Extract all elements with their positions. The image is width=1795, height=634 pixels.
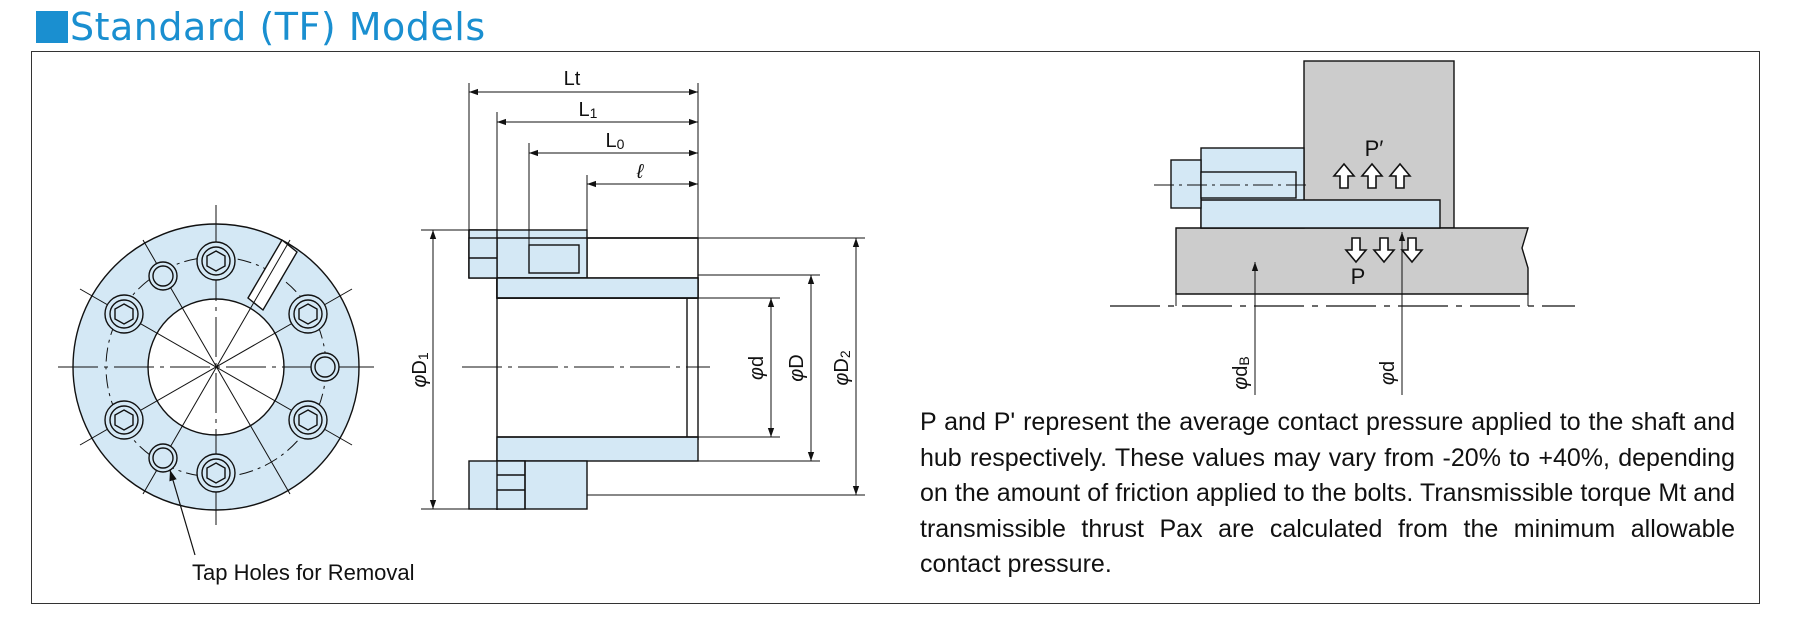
- p-prime-label: P′: [1365, 136, 1384, 161]
- arrows-up: [1332, 162, 1412, 189]
- p-label: P: [1351, 264, 1366, 289]
- bolt-bottom: [196, 453, 236, 493]
- page-title: Standard (TF) Models: [36, 4, 486, 50]
- tap-holes: [148, 261, 340, 473]
- front-view: [58, 205, 374, 556]
- slit: [247, 238, 298, 312]
- section-top-half: [468, 229, 865, 510]
- tap-holes-caption: Tap Holes for Removal: [192, 560, 415, 585]
- arrows-down: [1344, 237, 1424, 264]
- section-bottom-half: [468, 436, 865, 510]
- dim-L0-label: L0: [606, 130, 625, 152]
- bolt-top: [196, 241, 236, 281]
- section-view: [421, 83, 865, 510]
- dim-D2-label: φD2: [831, 350, 853, 386]
- bolt-lower-left: [104, 400, 144, 440]
- bolt-upper-left: [104, 294, 144, 334]
- title-square-icon: [36, 11, 68, 43]
- dim-d-label: φd: [746, 356, 768, 380]
- taper-ring: [1200, 199, 1441, 229]
- bolt-head: [1170, 159, 1202, 209]
- dim-D1-label: φD1: [409, 352, 431, 388]
- dim-d-label-p: φd: [1377, 361, 1399, 385]
- tap-hole-leader: [169, 469, 196, 556]
- bolt-lower-right: [288, 400, 328, 440]
- bolt-shank: [1200, 171, 1297, 199]
- dim-D-label: φD: [786, 354, 808, 382]
- dim-L1-label: L1: [579, 99, 598, 121]
- title-text: Standard (TF) Models: [70, 5, 486, 49]
- figure-frame: [31, 51, 1760, 604]
- dim-dB-label: φdB: [1230, 356, 1252, 390]
- pressure-view: [1110, 60, 1575, 395]
- bolt-upper-right: [288, 294, 328, 334]
- dim-Lt-label: Lt: [564, 68, 581, 90]
- dim-l-label: ℓ: [636, 161, 645, 183]
- description-text: P and P' represent the average contact p…: [920, 408, 1735, 578]
